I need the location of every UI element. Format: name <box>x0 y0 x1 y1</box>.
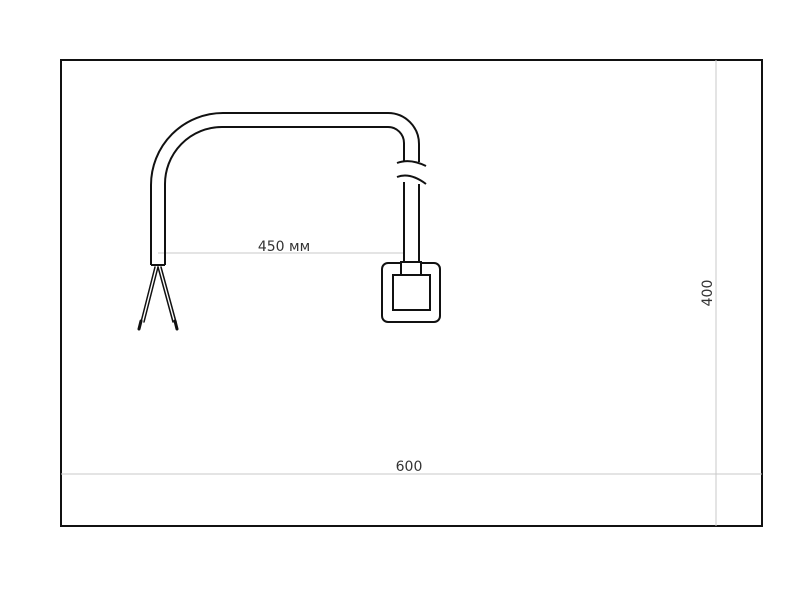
junction-box-inner <box>392 274 431 311</box>
wire-left-tip <box>137 319 143 331</box>
width-dimension-label: 600 <box>396 459 423 475</box>
wire-right <box>157 266 174 323</box>
cable-inner-edge <box>163 126 405 265</box>
cable-break-top <box>396 160 427 167</box>
cable-length-label: 450 мм <box>258 239 310 255</box>
wire-right-tip <box>173 319 179 331</box>
height-dimension-label: 400 <box>700 280 716 307</box>
wire-right-inner <box>160 266 177 323</box>
bare-wires <box>137 266 179 331</box>
junction-box <box>381 261 441 323</box>
wire-left-inner <box>143 266 159 323</box>
cable-lower-segment <box>403 182 420 262</box>
power-cable <box>150 112 427 266</box>
cable-break-bottom <box>396 174 427 185</box>
cable-outer-edge <box>150 112 420 265</box>
cable-gland <box>400 261 422 276</box>
wire-left <box>140 266 156 323</box>
panel-outline <box>60 59 763 527</box>
